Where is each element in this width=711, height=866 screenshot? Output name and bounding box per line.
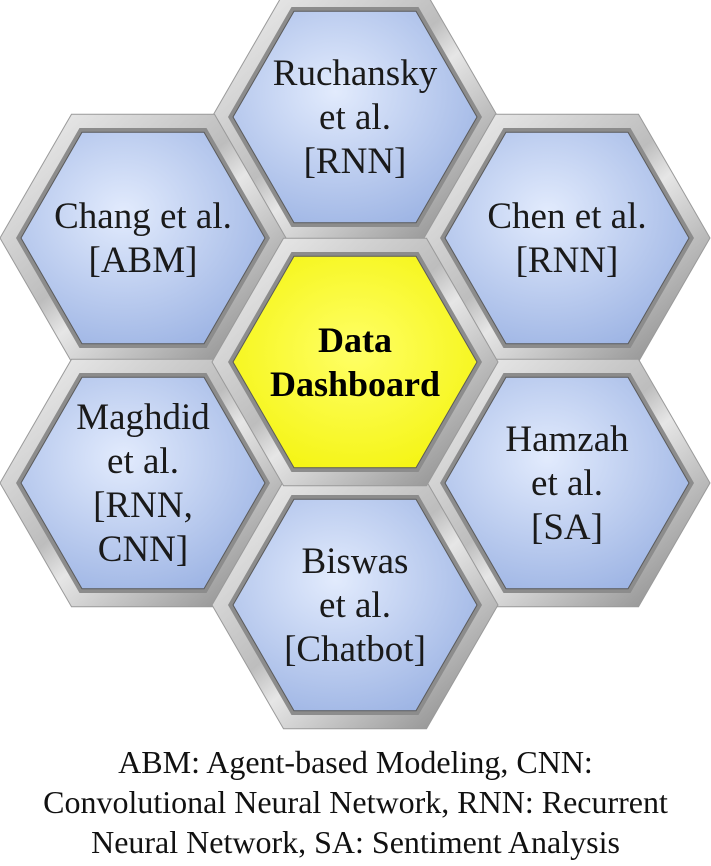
lower-right-hex-fill — [444, 376, 690, 590]
upper-right-label-line-2: [RNN] — [516, 240, 619, 281]
lower-right-label-line-3: [SA] — [531, 507, 603, 548]
legend-line-3: Neural Network, SA: Sentiment Analysis — [91, 824, 620, 860]
lower-left-label-line-3: [RNN, — [93, 485, 193, 526]
abbreviation-legend: ABM: Agent-based Modeling, CNN: Convolut… — [0, 742, 711, 862]
lower-right-label-line-1: Hamzah — [505, 419, 629, 460]
legend-line-2: Convolutional Neural Network, RNN: Recur… — [43, 784, 668, 820]
hex-upper-right: Chen et al.[RNN] — [423, 113, 711, 363]
bottom-label-line-1: Biswas — [302, 541, 409, 582]
center-hex-fill — [232, 255, 478, 469]
center-label-line-1: Data — [318, 320, 392, 360]
legend-line-1: ABM: Agent-based Modeling, CNN: — [118, 744, 593, 780]
top-hex-fill — [232, 10, 478, 224]
top-label-line-2: et al. — [319, 97, 391, 138]
upper-right-hex-fill — [444, 131, 690, 345]
lower-left-label-line-2: et al. — [107, 441, 179, 482]
lower-left-hex-fill — [20, 376, 266, 590]
top-label-line-1: Ruchansky — [273, 53, 438, 94]
top-label-line-3: [RNN] — [304, 141, 407, 182]
bottom-hex-fill — [232, 498, 478, 712]
center-label-line-2: Dashboard — [270, 364, 440, 404]
upper-left-hex-fill — [20, 131, 266, 345]
bottom-label-line-2: et al. — [319, 585, 391, 626]
upper-left-label-line-1: Chang et al. — [54, 196, 232, 237]
bottom-label-line-3: [Chatbot] — [284, 629, 426, 670]
hex-upper-left: Chang et al.[ABM] — [0, 113, 287, 363]
lower-right-label-line-2: et al. — [531, 463, 603, 504]
lower-left-label-line-1: Maghdid — [76, 397, 210, 438]
upper-left-label-line-2: [ABM] — [89, 240, 198, 281]
upper-right-label-line-1: Chen et al. — [487, 196, 646, 237]
lower-left-label-line-4: CNN] — [98, 529, 188, 570]
